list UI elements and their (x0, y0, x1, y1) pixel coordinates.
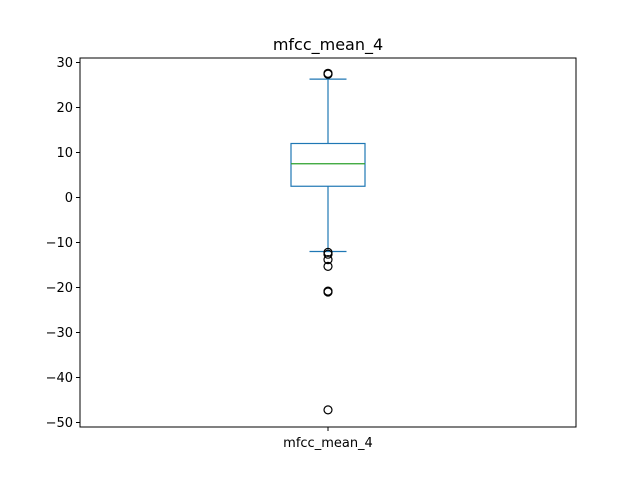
chart-title: mfcc_mean_4 (273, 35, 383, 55)
y-axis: 30 20 10 0 −10 −20 −30 −40 −50 (46, 56, 80, 431)
outlier-point (323, 69, 333, 79)
box-plot-series (290, 68, 366, 415)
y-tick-label: −20 (46, 281, 73, 296)
outlier-point (323, 287, 333, 297)
interquartile-box (290, 142, 366, 187)
y-tick-label: 10 (56, 146, 73, 161)
x-axis: mfcc_mean_4 (283, 427, 373, 451)
y-tick-label: −30 (46, 326, 73, 341)
outlier-point (323, 261, 333, 271)
plot-area (290, 68, 366, 415)
y-tick-label: −40 (46, 371, 73, 386)
outlier-point (323, 255, 333, 265)
x-tick-label: mfcc_mean_4 (283, 436, 373, 451)
outlier-point (323, 405, 333, 415)
axes-frame (79, 57, 577, 428)
y-tick-label: 20 (56, 101, 73, 116)
y-tick-label: −50 (46, 416, 73, 431)
y-tick-label: −10 (46, 236, 73, 251)
y-tick-label: 0 (65, 191, 73, 206)
y-tick-label: 30 (56, 56, 73, 71)
outlier-point (323, 249, 333, 259)
